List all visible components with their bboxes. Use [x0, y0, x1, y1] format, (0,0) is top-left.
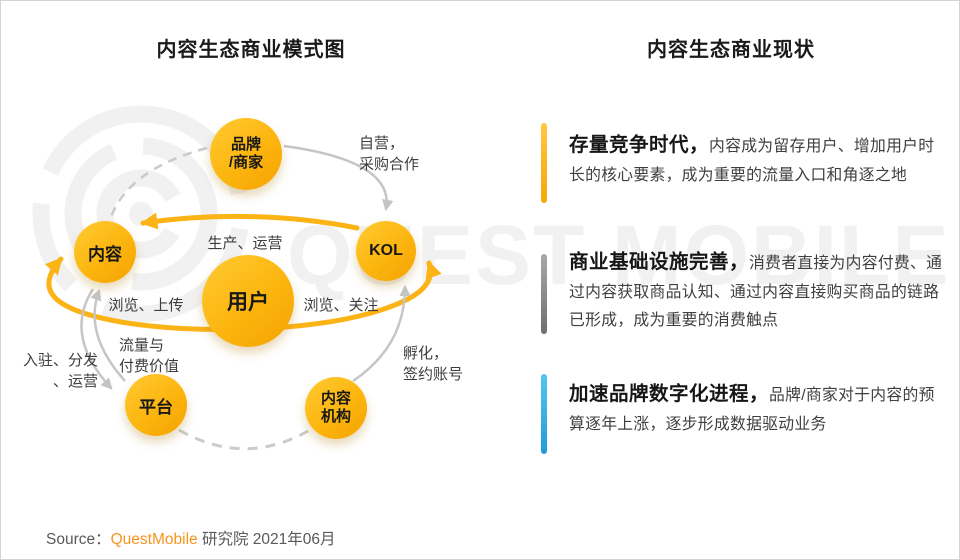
bullet-accent-bar	[541, 374, 547, 454]
edge-label-incubate-sign: 孵化， 签约账号	[403, 345, 464, 383]
bullet-accent-bar	[541, 254, 547, 334]
bullet-text: 商业基础设施完善，消费者直接为内容付费、通过内容获取商品认知、通过内容直接购买商…	[569, 251, 943, 329]
source-line: Source：QuestMobile 研究院 2021年06月	[46, 527, 335, 549]
bullet-text: 存量竞争时代，内容成为留存用户、增加用户时长的核心要素，成为重要的流量入口和角逐…	[569, 134, 935, 184]
node-kol: KOL	[356, 221, 416, 281]
bullet-text: 加速品牌数字化进程，品牌/商家对于内容的预算逐年上涨，逐步形成数据驱动业务	[569, 383, 935, 433]
left-panel-title: 内容生态商业模式图	[156, 39, 346, 61]
edge-label-join-distribute: 入驻、分发 、运营	[22, 352, 98, 390]
bullet-accent-bar	[541, 123, 547, 203]
edge-label-browse-upload: 浏览、上传	[108, 297, 184, 314]
source-suffix: 研究院 2021年06月	[197, 531, 336, 548]
edge-label-traffic-value: 流量与 付费价值	[119, 337, 180, 375]
right-panel-title: 内容生态商业现状	[647, 39, 815, 61]
edge-label-browse-follow: 浏览、关注	[303, 297, 379, 314]
node-brand-merchant: 品牌 /商家	[210, 118, 282, 190]
source-brand: QuestMobile	[110, 531, 198, 548]
node-content-agency: 内容 机构	[305, 377, 367, 439]
node-content: 内容	[74, 221, 136, 283]
source-prefix: Source：	[46, 531, 111, 548]
edge-label-self-operate: 自营， 采购合作	[359, 135, 420, 173]
node-user: 用户	[202, 255, 294, 347]
node-platform: 平台	[125, 374, 187, 436]
edge-label-produce-operate: 生产、运营	[207, 235, 283, 252]
edge-platform-to-agency-dashed	[178, 428, 309, 451]
